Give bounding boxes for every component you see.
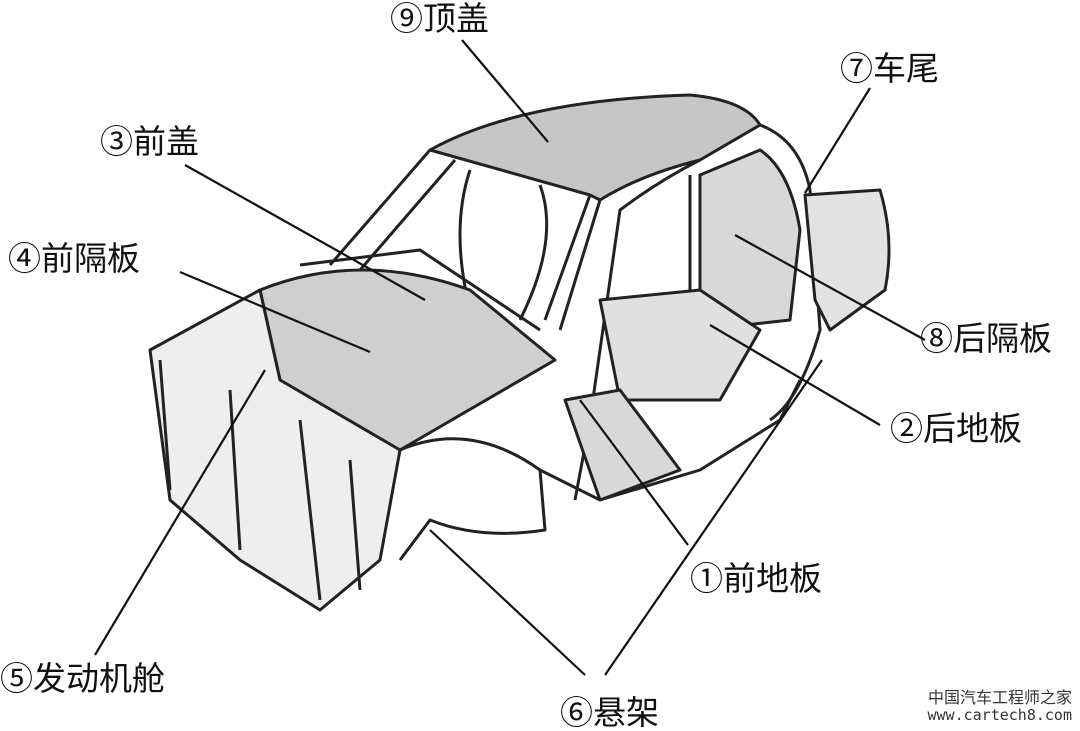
sill <box>539 379 802 502</box>
a-pillar <box>328 149 602 331</box>
label-front-bulkhead: ④前隔板 <box>8 239 140 278</box>
label-rear-bulkhead: ⑧后隔板 <box>920 319 1052 358</box>
rear-floor-panel <box>598 288 762 402</box>
rear-bulkhead-panel <box>698 148 802 332</box>
watermark-url: www.cartech8.com <box>927 706 1073 724</box>
label-front-floor: ①前地板 <box>690 559 822 598</box>
leader-tail <box>804 87 871 194</box>
leader-rear-floor <box>709 324 881 426</box>
leader-suspension-rear <box>604 359 823 676</box>
leader-rear-bulkhead <box>734 234 926 341</box>
engine-bay <box>148 288 402 612</box>
label-roof: ⑨顶盖 <box>390 0 489 38</box>
front-structure <box>158 359 362 601</box>
leader-lines <box>94 39 926 676</box>
leader-roof <box>461 39 549 143</box>
watermark-name: 中国汽车工程师之家 <box>927 688 1072 707</box>
wheel-arch <box>398 437 547 561</box>
label-hood: ③前盖 <box>100 122 199 161</box>
front-floor-panel <box>563 388 682 502</box>
label-rear-floor: ②后地板 <box>890 409 1022 448</box>
cowl-line <box>299 248 541 332</box>
tail-panel <box>803 188 891 332</box>
label-suspension: ⑥悬架 <box>560 693 659 731</box>
leader-engine-bay <box>94 369 266 656</box>
label-engine-bay: ⑤发动机舱 <box>0 659 165 698</box>
leader-front-bulkhead <box>179 270 371 354</box>
leader-front-floor <box>579 399 689 546</box>
roof-panel <box>428 93 762 202</box>
leader-hood <box>184 164 426 301</box>
leader-suspension-front <box>429 529 586 676</box>
label-tail: ⑦车尾 <box>840 49 939 88</box>
